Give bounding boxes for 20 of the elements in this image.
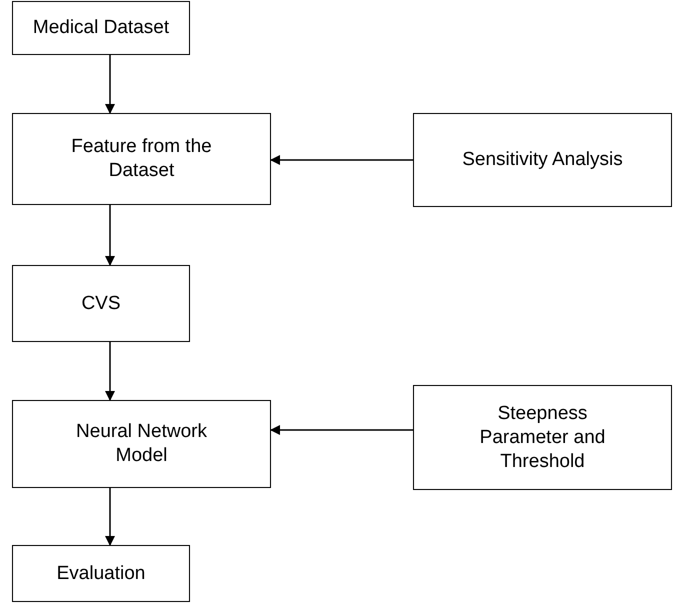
arrow (105, 205, 115, 266)
process-box (413, 385, 672, 490)
arrow (270, 425, 413, 435)
box-label: Medical Dataset (32, 16, 170, 40)
process-box (12, 400, 271, 488)
box-label: Sensitivity Analysis (462, 148, 623, 172)
process-box (413, 113, 672, 207)
arrow (105, 488, 115, 546)
arrow (270, 155, 413, 165)
box-label: Steepness Parameter and Threshold (478, 402, 606, 474)
arrow (105, 342, 115, 401)
box-label: Evaluation (56, 562, 146, 586)
process-box (12, 265, 190, 342)
box-label: CVS (81, 292, 121, 316)
arrow (105, 55, 115, 114)
process-box (12, 545, 190, 602)
box-label: Neural Network Model (75, 420, 208, 468)
process-box (12, 113, 271, 205)
process-box (12, 1, 190, 55)
box-label: Feature from the Dataset (70, 135, 213, 183)
